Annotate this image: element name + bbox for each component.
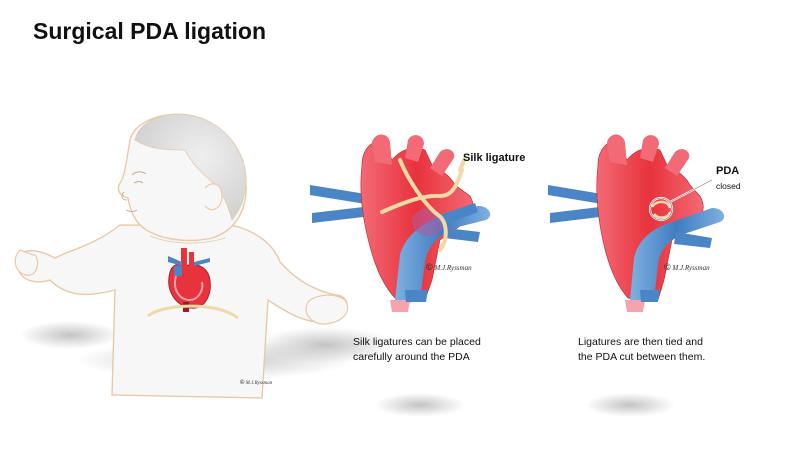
signature-left: © M.J.Ryssman <box>426 262 472 272</box>
ligature-circle-icon <box>648 179 713 222</box>
caption-right-line1: Ligatures are then tied and <box>578 336 703 348</box>
signature-right: © M.J.Ryssman <box>664 262 710 272</box>
signature-text: M.J.Ryssman <box>434 264 472 272</box>
pda-callout-subtitle: closed <box>716 181 741 191</box>
vessel-diagram-before <box>310 134 491 312</box>
pda-callout-title: PDA <box>716 165 740 177</box>
signature-text: M.J.Ryssman <box>245 381 273 386</box>
caption-left-line1: Silk ligatures can be placed <box>353 336 481 348</box>
caption-right-line2: the PDA cut between them. <box>578 351 706 363</box>
caption-left-line2: carefully around the PDA <box>353 351 470 363</box>
slide-title: Surgical PDA ligation <box>33 18 267 44</box>
copyright-symbol: © <box>664 262 671 272</box>
baby-illustration <box>14 113 675 417</box>
copyright-symbol: © <box>426 262 433 272</box>
caption-left: Silk ligatures can be placed carefully a… <box>353 335 481 365</box>
vessel-diagram-after <box>548 134 725 312</box>
silk-ligature-callout: Silk ligature <box>463 152 526 164</box>
copyright-symbol: © <box>240 380 245 386</box>
pda-closed-callout: PDA closed <box>716 164 741 194</box>
heart-icon <box>146 248 239 320</box>
signature-text: M.J.Ryssman <box>672 264 710 272</box>
caption-right: Ligatures are then tied and the PDA cut … <box>578 335 705 365</box>
signature-baby: © M.J.Ryssman <box>240 380 272 386</box>
